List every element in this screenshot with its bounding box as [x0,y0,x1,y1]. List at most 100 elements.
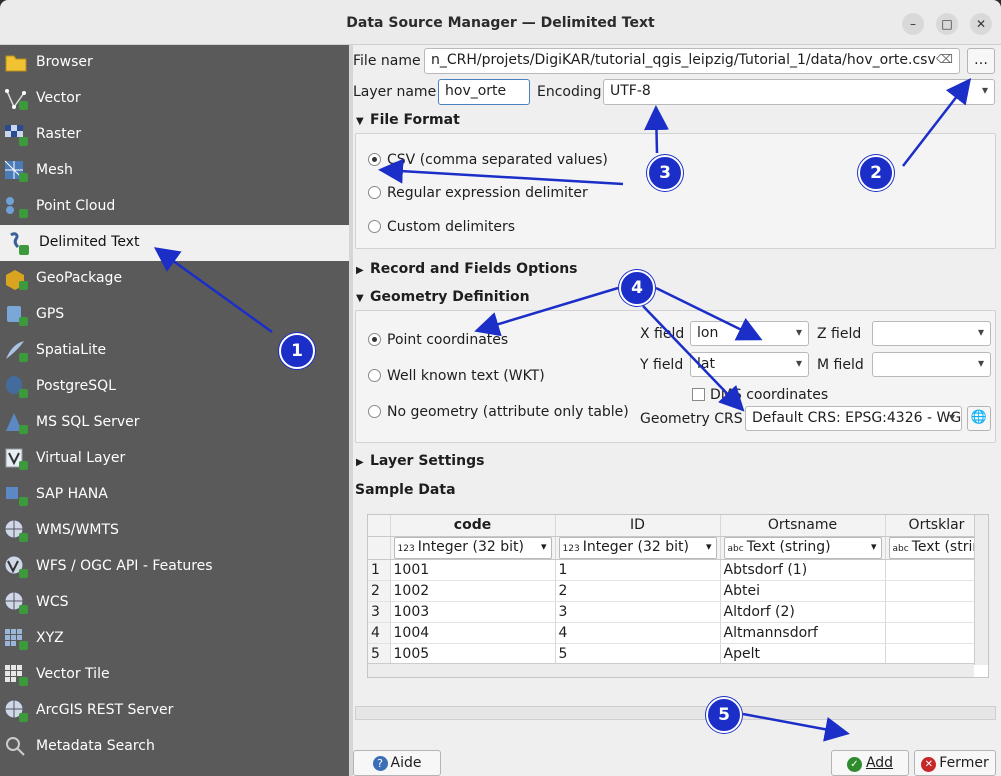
help-button[interactable]: ?Aide [353,750,441,776]
column-header[interactable]: code [390,515,556,537]
panel-horizontal-scrollbar[interactable] [355,706,996,720]
table-vertical-scrollbar[interactable] [974,515,988,665]
radio-no-geometry[interactable]: No geometry (attribute only table) [368,404,629,420]
radio-icon [368,220,381,233]
window-title: Data Source Manager — Delimited Text [346,15,655,31]
minimize-button[interactable]: – [902,13,924,35]
x-field-select[interactable]: lon [690,321,809,346]
browse-button[interactable]: … [967,48,995,74]
y-field-select[interactable]: lat [690,352,809,377]
sidebar-item-delimited-text[interactable]: Delimited Text [0,225,349,261]
postgresql-icon [6,376,28,398]
record-fields-header[interactable]: ▶Record and Fields Options [356,261,578,277]
file-format-group: CSV (comma separated values) Regular exp… [355,133,996,249]
sidebar-item-arcgis-rest[interactable]: ArcGIS REST Server [0,693,349,729]
layer-name-input[interactable]: hov_orte [438,79,530,105]
table-row: 4 1004 4 Altmannsdorf [368,622,988,644]
sidebar-item-spatialite[interactable]: SpatiaLite [0,333,349,369]
sidebar-item-raster[interactable]: Raster [0,117,349,153]
folder-icon [5,55,27,72]
crs-select[interactable]: Default CRS: EPSG:4326 - WGS 84 [745,406,962,431]
gps-icon [7,306,28,326]
clear-icon[interactable]: ⌫ [936,52,953,66]
sidebar-item-browser[interactable]: Browser [0,45,349,81]
radio-regex[interactable]: Regular expression delimiter [368,185,588,201]
collapse-arrow-icon: ▼ [356,116,364,127]
delimited-text-icon [10,232,29,255]
maximize-button[interactable]: □ [936,13,958,35]
crs-selector-button[interactable]: 🌐 [967,406,991,431]
z-field-select[interactable] [872,321,991,346]
encoding-select[interactable]: UTF-8 [603,79,995,105]
sidebar-item-wfs[interactable]: WFS / OGC API - Features [0,549,349,585]
y-field-label: Y field [640,357,684,373]
sidebar-item-gps[interactable]: GPS [0,297,349,333]
m-field-select[interactable] [872,352,991,377]
table-horizontal-scrollbar[interactable] [368,663,974,677]
raster-icon [5,125,28,146]
annotation-badge-3: 3 [647,155,683,191]
title-bar: Data Source Manager — Delimited Text – □… [0,0,1001,45]
delimited-text-panel: File name n_CRH/projets/DigiKAR/tutorial… [353,45,1001,776]
column-header[interactable]: Ortsname [720,515,886,537]
arcgis-globe-icon [4,699,28,722]
table-row: 5 1005 5 Apelt [368,643,988,665]
radio-icon [368,186,381,199]
close-button[interactable]: ✕Fermer [914,750,996,776]
globe-icon: 🌐 [970,410,988,425]
radio-custom[interactable]: Custom delimiters [368,219,515,235]
sidebar-item-xyz[interactable]: XYZ [0,621,349,657]
sidebar-item-wms-wmts[interactable]: WMS/WMTS [0,513,349,549]
sidebar-item-postgresql[interactable]: PostgreSQL [0,369,349,405]
geopackage-icon [6,270,28,290]
x-field-label: X field [640,326,685,342]
column-header[interactable]: ID [555,515,721,537]
source-sidebar: Browser Vector Raster Mesh Point Cloud D… [0,45,349,776]
sidebar-item-sap-hana[interactable]: SAP HANA [0,477,349,513]
annotation-badge-5: 5 [706,697,742,733]
search-icon [6,737,25,756]
table-row: 2 1002 2 Abtei [368,580,988,602]
radio-icon [368,369,381,382]
sidebar-item-virtual-layer[interactable]: Virtual Layer [0,441,349,477]
encoding-label: Encoding [537,84,602,100]
geometry-header[interactable]: ▼Geometry Definition [356,289,530,305]
expand-arrow-icon: ▶ [356,457,364,468]
sidebar-item-vector-tile[interactable]: Vector Tile [0,657,349,693]
vector-icon [5,89,28,110]
m-field-label: M field [817,357,864,373]
window-close-button[interactable]: ✕ [970,13,992,35]
file-format-header[interactable]: ▼File Format [356,112,460,128]
file-name-input[interactable]: n_CRH/projets/DigiKAR/tutorial_qgis_leip… [424,48,960,74]
sidebar-item-wcs[interactable]: WCS [0,585,349,621]
add-button[interactable]: ✓Add [831,750,909,776]
file-name-label: File name [353,53,421,69]
radio-point-coordinates[interactable]: Point coordinates [368,332,508,348]
help-icon: ? [372,756,388,771]
radio-icon [368,405,381,418]
point-cloud-icon [6,197,28,218]
spatialite-icon [6,341,28,362]
panel-splitter[interactable] [349,45,353,776]
sidebar-item-mesh[interactable]: Mesh [0,153,349,189]
sample-data-title: Sample Data [355,482,456,498]
header-row: code ID Ortsname Ortsklar [368,515,988,537]
dms-checkbox[interactable]: DMS coordinates [692,387,828,403]
sidebar-item-ms-sql-server[interactable]: MS SQL Server [0,405,349,441]
radio-wkt[interactable]: Well known text (WKT) [368,368,545,384]
radio-csv[interactable]: CSV (comma separated values) [368,152,608,168]
annotation-badge-2: 2 [858,155,894,191]
radio-selected-icon [368,333,381,346]
layer-settings-header[interactable]: ▶Layer Settings [356,453,485,469]
sidebar-item-metadata-search[interactable]: Metadata Search [0,729,349,765]
sidebar-item-vector[interactable]: Vector [0,81,349,117]
column-header[interactable]: Ortsklar [885,515,988,537]
sidebar-item-geopackage[interactable]: GeoPackage [0,261,349,297]
sidebar-item-point-cloud[interactable]: Point Cloud [0,189,349,225]
